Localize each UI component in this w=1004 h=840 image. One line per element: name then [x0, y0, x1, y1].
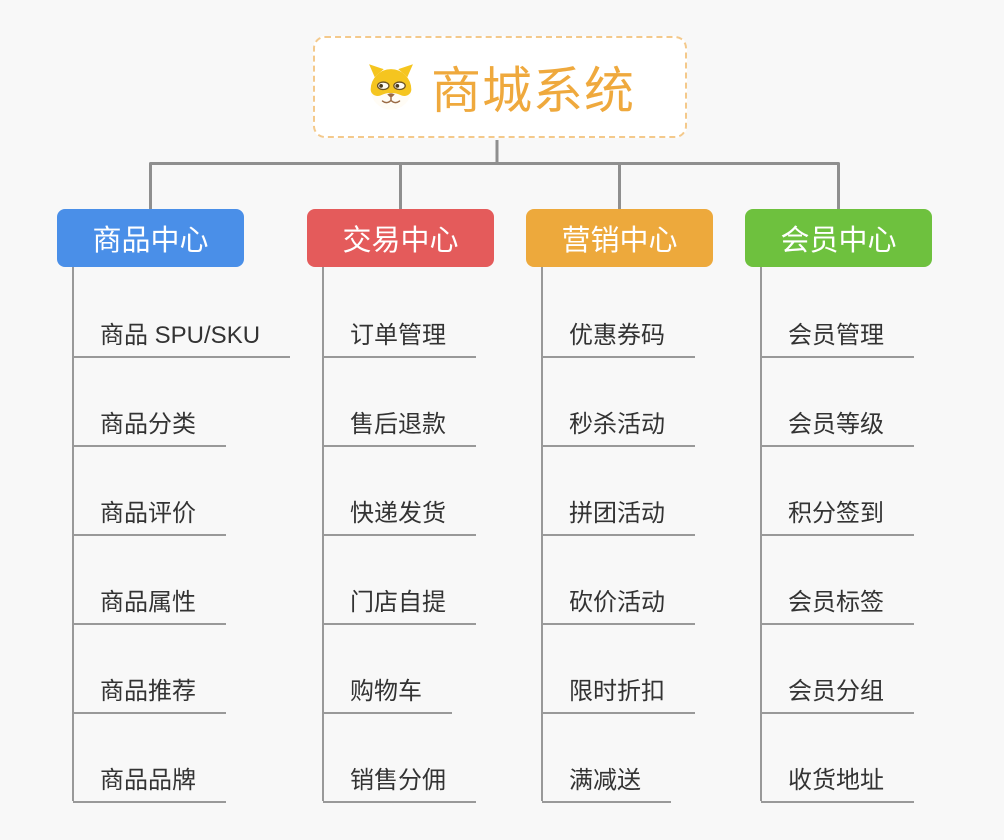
- leaf-node[interactable]: 快递发货: [323, 492, 476, 536]
- leaf-node[interactable]: 门店自提: [323, 581, 476, 625]
- leaf-node[interactable]: 会员分组: [761, 670, 914, 714]
- leaf-node[interactable]: 商品评价: [73, 492, 226, 536]
- leaf-node[interactable]: 订单管理: [323, 314, 476, 358]
- leaf-node[interactable]: 售后退款: [323, 403, 476, 447]
- root-node[interactable]: 商城系统: [313, 36, 687, 138]
- leaf-node[interactable]: 收货地址: [761, 759, 914, 803]
- branch-node-trade-center[interactable]: 交易中心: [307, 209, 494, 267]
- leaf-node[interactable]: 优惠券码: [542, 314, 695, 358]
- leaf-node[interactable]: 会员管理: [761, 314, 914, 358]
- branch-node-product-center[interactable]: 商品中心: [57, 209, 244, 267]
- leaf-node[interactable]: 限时折扣: [542, 670, 695, 714]
- leaf-node[interactable]: 积分签到: [761, 492, 914, 536]
- leaf-node[interactable]: 商品分类: [73, 403, 226, 447]
- leaf-node[interactable]: 会员等级: [761, 403, 914, 447]
- leaf-node[interactable]: 商品品牌: [73, 759, 226, 803]
- branch-node-marketing-center[interactable]: 营销中心: [526, 209, 713, 267]
- dog-face-icon: [365, 61, 417, 113]
- leaf-node[interactable]: 商品属性: [73, 581, 226, 625]
- leaf-node[interactable]: 购物车: [323, 670, 452, 714]
- leaf-node[interactable]: 拼团活动: [542, 492, 695, 536]
- leaf-node[interactable]: 满减送: [542, 759, 671, 803]
- leaf-node[interactable]: 商品推荐: [73, 670, 226, 714]
- leaf-node[interactable]: 砍价活动: [542, 581, 695, 625]
- leaf-node[interactable]: 会员标签: [761, 581, 914, 625]
- root-title: 商城系统: [431, 63, 635, 119]
- leaf-node[interactable]: 秒杀活动: [542, 403, 695, 447]
- leaf-node[interactable]: 销售分佣: [323, 759, 476, 803]
- branch-node-member-center[interactable]: 会员中心: [745, 209, 932, 267]
- leaf-node[interactable]: 商品 SPU/SKU: [73, 314, 291, 358]
